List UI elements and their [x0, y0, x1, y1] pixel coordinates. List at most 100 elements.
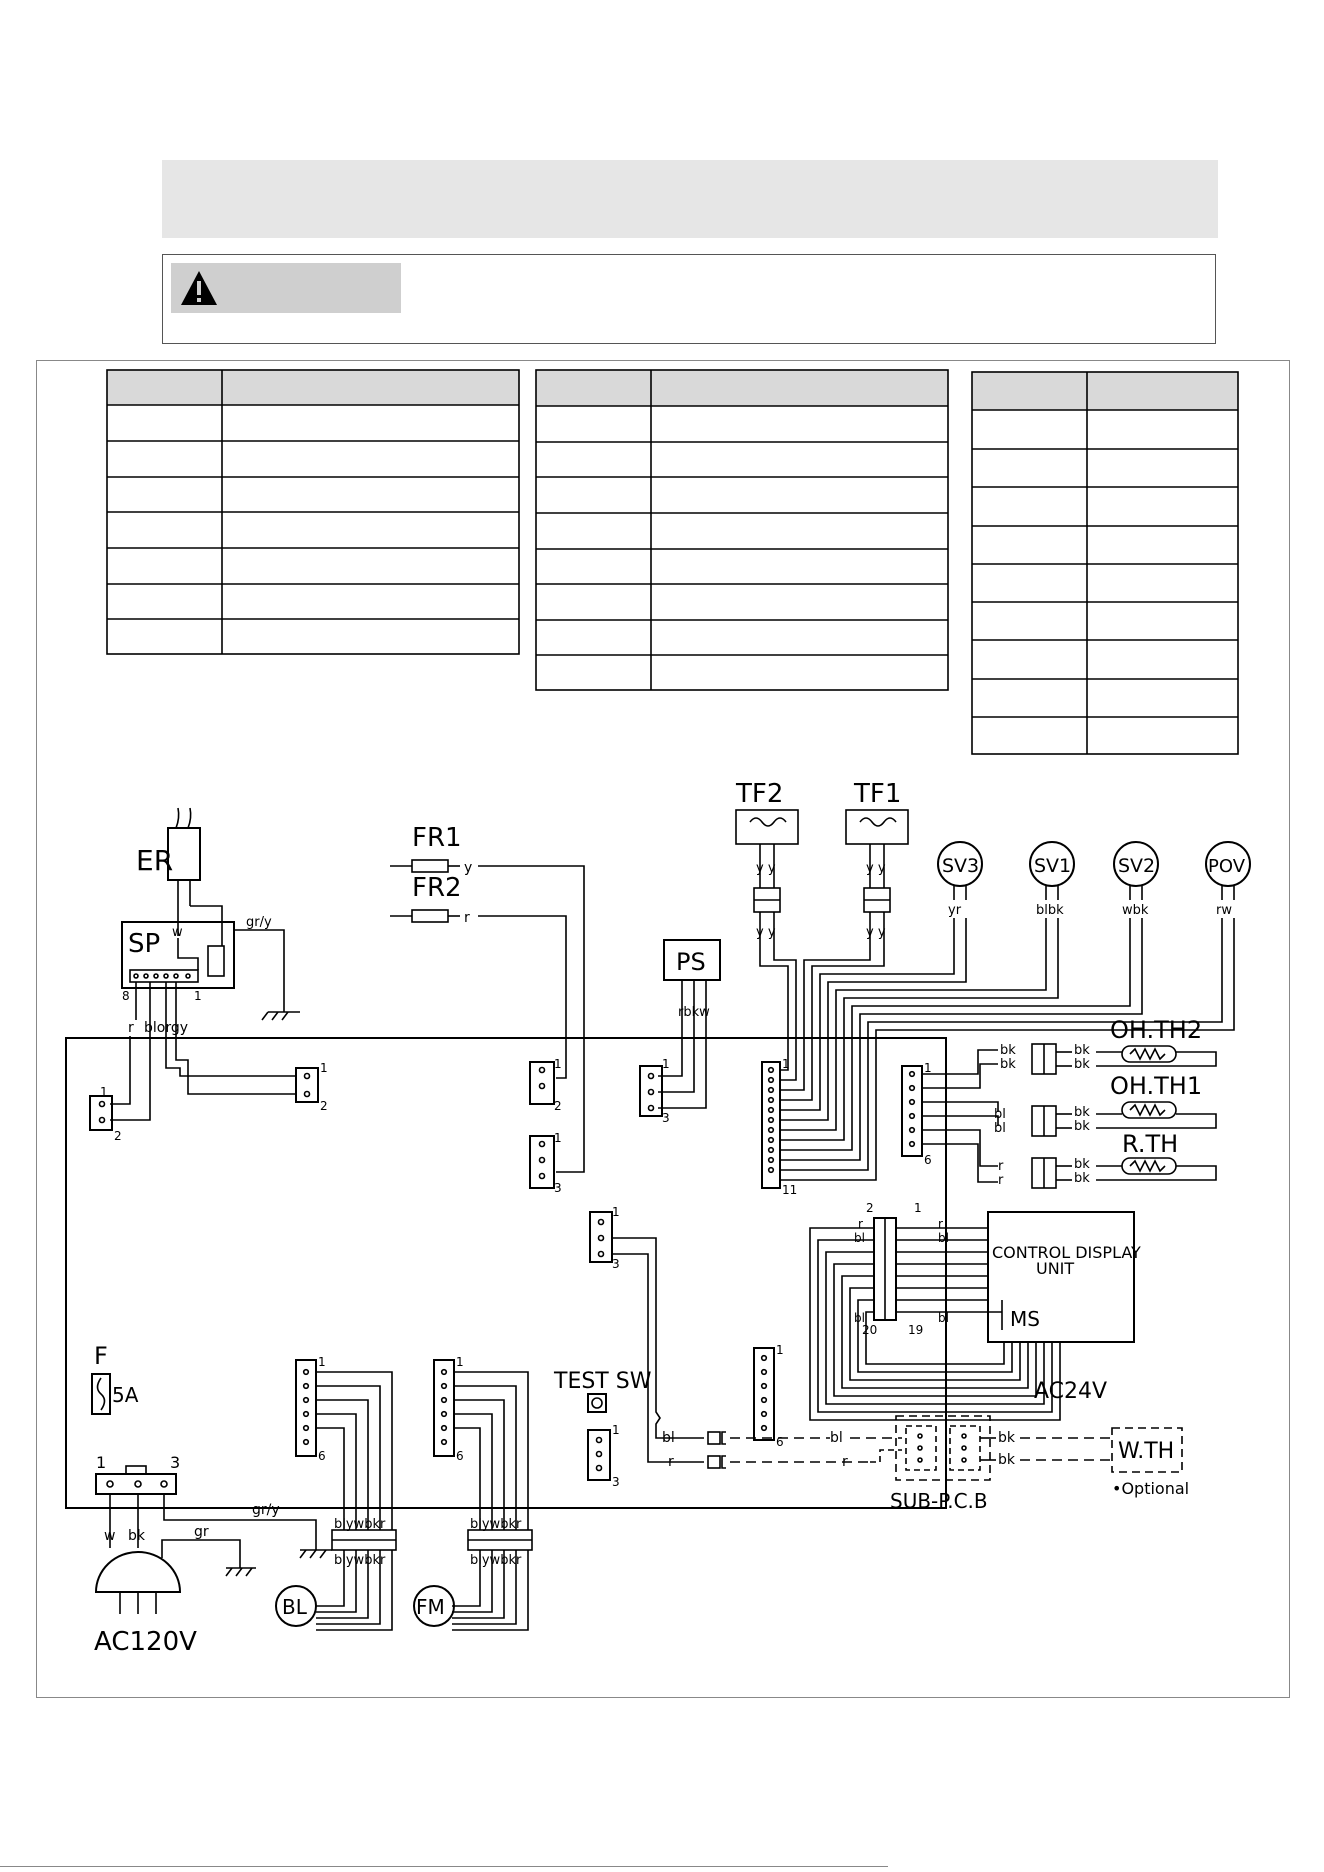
w-th: W.TH •Optional	[1111, 1427, 1189, 1498]
connector-cn-subpcb: 1 3	[589, 1205, 661, 1456]
fuse: F 5A	[91, 1342, 139, 1415]
sv2: SV2 wbk	[1113, 841, 1159, 918]
ac24v-link: AC24V bk bk	[980, 1379, 1112, 1468]
svg-text:r: r	[464, 910, 470, 926]
diagram-frame	[36, 360, 1290, 1698]
svg-text:POV: POV	[1208, 856, 1246, 877]
connector-cn-empty: 1 6	[753, 1343, 784, 1449]
svg-text:blywbkr: blywbkr	[470, 1553, 522, 1568]
sv1: SV1 blbk	[1029, 841, 1075, 918]
oh-th2: bk bk bk bk OH.TH2	[1000, 1016, 1217, 1075]
svg-text:F: F	[94, 1342, 108, 1370]
table-1	[106, 369, 520, 655]
svg-text:6: 6	[456, 1449, 464, 1463]
bl-motor: BL	[275, 1585, 317, 1627]
thermistor-wires	[922, 1049, 999, 1183]
svg-text:w: w	[104, 1528, 115, 1544]
svg-text:bk: bk	[1000, 1057, 1016, 1072]
fm-motor: FM	[413, 1585, 455, 1627]
sp-wires	[110, 982, 296, 1121]
warning-label	[171, 263, 401, 313]
svg-text:TF1: TF1	[853, 779, 901, 809]
svg-text:SV1: SV1	[1034, 855, 1071, 877]
svg-text:2: 2	[554, 1099, 562, 1113]
valve-wires	[759, 918, 1235, 1181]
bl-wires	[316, 1371, 397, 1631]
tf2: TF2 y y y y	[735, 779, 799, 948]
svg-text:y y: y y	[866, 861, 886, 876]
svg-text:2: 2	[866, 1201, 874, 1215]
svg-text:bk: bk	[998, 1452, 1016, 1468]
power-terminal: 1 3 gr/y w bk	[95, 1453, 332, 1559]
power-plug: gr AC120V	[94, 1524, 256, 1657]
svg-text:1: 1	[194, 989, 202, 1003]
svg-text:1: 1	[456, 1355, 464, 1369]
svg-text:3: 3	[554, 1181, 562, 1195]
svg-text:1: 1	[96, 1453, 106, 1472]
footer-rule	[0, 1866, 888, 1867]
svg-text:bk: bk	[1074, 1105, 1090, 1120]
connector-cn-bl: 1 6	[295, 1355, 326, 1463]
svg-text:blbk: blbk	[1036, 903, 1064, 918]
svg-text:SV3: SV3	[942, 855, 979, 877]
svg-text:UNIT: UNIT	[1036, 1259, 1074, 1278]
svg-text:bk: bk	[1074, 1043, 1090, 1058]
svg-text:bl: bl	[994, 1121, 1006, 1136]
fm-wires	[452, 1371, 533, 1631]
svg-text:1: 1	[776, 1343, 784, 1357]
svg-text:bl: bl	[994, 1107, 1006, 1122]
svg-text:wbk: wbk	[1122, 903, 1149, 918]
sub-pcb-link: bl r bl r	[647, 1430, 902, 1470]
svg-text:rbkw: rbkw	[678, 1005, 710, 1020]
label-sp: SP	[128, 929, 160, 959]
svg-text:11: 11	[782, 1183, 797, 1197]
er-element: ER	[136, 807, 201, 922]
svg-text:r: r	[938, 1217, 943, 1231]
svg-text:bl: bl	[830, 1430, 843, 1446]
svg-text:y y: y y	[866, 925, 886, 940]
table-2	[535, 369, 949, 691]
table-3	[971, 371, 1239, 755]
svg-text:r: r	[998, 1159, 1004, 1174]
connector-fr2: 1 2	[529, 1057, 562, 1113]
svg-text:r: r	[998, 1173, 1004, 1188]
svg-text:gr/y: gr/y	[252, 1502, 280, 1518]
svg-text:gr/y: gr/y	[246, 915, 272, 930]
svg-text:blywbkr: blywbkr	[470, 1517, 522, 1532]
svg-text:MS: MS	[1010, 1307, 1040, 1331]
connector-cn-11pin: 1 11	[761, 1057, 797, 1197]
svg-text:FM: FM	[416, 1595, 445, 1619]
svg-text:rw: rw	[1216, 903, 1232, 918]
tf1: TF1 y y y y	[845, 779, 909, 948]
svg-text:PS: PS	[676, 948, 706, 976]
label-er: ER	[136, 844, 173, 877]
svg-text:2: 2	[320, 1099, 328, 1113]
main-pcb	[65, 1037, 947, 1509]
oh-th1: bl bl bk bk OH.TH1	[994, 1072, 1217, 1137]
svg-text:blywbkr: blywbkr	[334, 1553, 386, 1568]
connector-cn-thermistor: 1 6	[901, 1061, 932, 1167]
svg-text:6: 6	[776, 1435, 784, 1449]
warning-box	[162, 254, 1216, 344]
svg-text:1: 1	[554, 1057, 562, 1071]
svg-text:6: 6	[318, 1449, 326, 1463]
connector-cn-sp: 1 2	[295, 1061, 328, 1113]
svg-text:bl: bl	[938, 1311, 949, 1325]
svg-text:CONTROL DISPLAY: CONTROL DISPLAY	[992, 1243, 1141, 1262]
svg-text:1: 1	[318, 1355, 326, 1369]
cdu-wires	[809, 1227, 1061, 1421]
fr1: FR1 y	[390, 823, 585, 1173]
sp-board: SP w 8 1 gr/y r blorgy	[121, 905, 300, 1036]
svg-text:1: 1	[612, 1423, 620, 1437]
svg-text:5A: 5A	[112, 1383, 139, 1407]
r-th: r r bk bk R.TH	[998, 1130, 1217, 1189]
svg-text:r: r	[128, 1020, 134, 1036]
svg-text:blywbkr: blywbkr	[334, 1517, 386, 1532]
svg-text:SUB-P.C.B: SUB-P.C.B	[890, 1489, 988, 1513]
sv3: SV3 yr	[937, 841, 983, 918]
connector-ps: 1 3	[639, 1057, 670, 1125]
svg-text:bk: bk	[1000, 1043, 1016, 1058]
control-display-unit: CONTROL DISPLAY UNIT MS	[987, 1211, 1141, 1343]
svg-text:8: 8	[122, 989, 130, 1003]
